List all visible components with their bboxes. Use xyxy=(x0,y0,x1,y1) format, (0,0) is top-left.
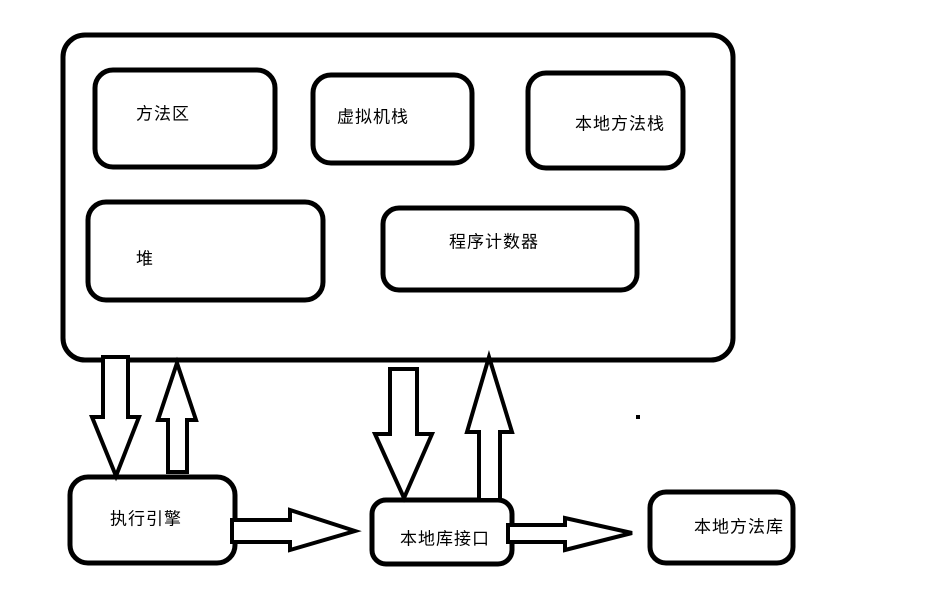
stray-dot xyxy=(636,415,640,419)
program-counter-box xyxy=(380,205,640,293)
native-method-stack-box xyxy=(525,70,686,171)
native-method-stack-label: 本地方法栈 xyxy=(575,114,665,134)
arrow-up-native-library-interface-to-runtime xyxy=(464,350,515,502)
native-method-library-box xyxy=(647,489,796,566)
arrow-right-execution-engine-to-native-library-interface xyxy=(230,507,362,553)
arrow-down-runtime-to-native-library-interface xyxy=(371,367,436,503)
method-area-label: 方法区 xyxy=(136,104,190,124)
vm-stack-label: 虚拟机栈 xyxy=(337,107,409,127)
arrow-up-execution-engine-to-runtime xyxy=(155,356,199,474)
heap-box xyxy=(85,199,326,303)
method-area-box xyxy=(92,67,278,170)
program-counter-label: 程序计数器 xyxy=(449,232,539,252)
native-method-library-label: 本地方法库 xyxy=(694,517,784,537)
arrow-down-runtime-to-execution-engine xyxy=(89,355,142,482)
execution-engine-label: 执行引擎 xyxy=(110,509,182,529)
native-library-interface-label: 本地库接口 xyxy=(400,529,490,549)
vm-stack-box xyxy=(310,72,475,166)
heap-label: 堆 xyxy=(136,249,154,269)
arrow-right-native-library-interface-to-native-method-library xyxy=(506,515,633,553)
